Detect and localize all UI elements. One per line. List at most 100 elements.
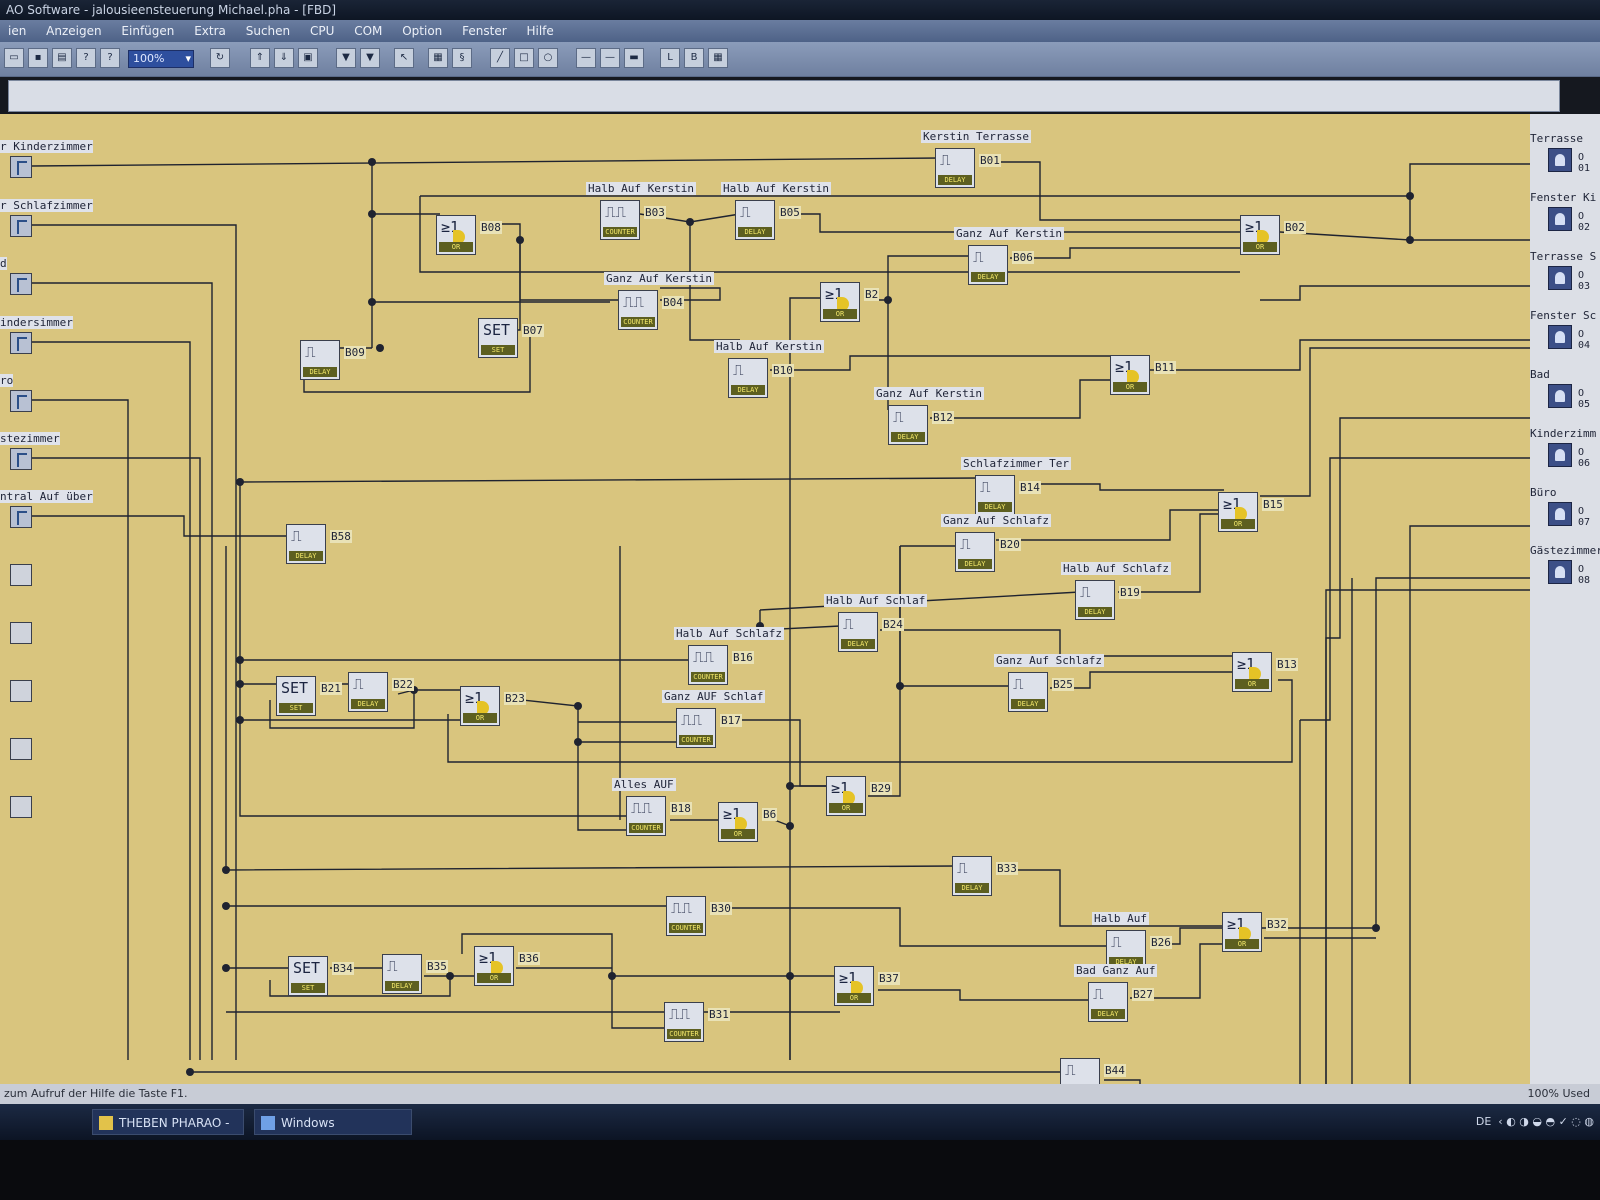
block-b12[interactable]: ⎍DELAY [888,405,928,445]
block-icon[interactable]: ▦ [428,48,448,68]
input-08[interactable] [10,564,32,586]
pointer-icon[interactable]: ↖ [394,48,414,68]
menu-item-help[interactable]: Hilfe [526,24,554,38]
output-02-icon[interactable] [1548,207,1572,231]
output-08-icon[interactable] [1548,560,1572,584]
line-tool-icon[interactable]: ╱ [490,48,510,68]
refresh-icon[interactable]: ↻ [210,48,230,68]
input-label: d [0,257,7,270]
block-b22[interactable]: ⎍DELAY [348,672,388,712]
block-b03[interactable]: ⎍⎍COUNTER [600,200,640,240]
block-b26[interactable]: ⎍DELAY [1106,930,1146,970]
output-04-icon[interactable] [1548,325,1572,349]
circle-tool-icon[interactable]: ○ [538,48,558,68]
output-05-icon[interactable] [1548,384,1572,408]
menu-item-search[interactable]: Suchen [245,24,291,38]
input-07[interactable] [10,506,32,528]
taskbar-item-windows[interactable]: Windows [254,1109,412,1135]
menu-item-extra[interactable]: Extra [194,24,226,38]
download-icon[interactable]: ⇓ [274,48,294,68]
taskbar-item-pharao[interactable]: THEBEN PHARAO - ... [92,1109,244,1156]
input-01[interactable] [10,156,32,178]
block-b17[interactable]: ⎍⎍COUNTER [676,708,716,748]
menu-item-com[interactable]: COM [354,24,383,38]
input-11[interactable] [10,738,32,760]
output-01-icon[interactable] [1548,148,1572,172]
input-10[interactable] [10,680,32,702]
output-03-icon[interactable] [1548,266,1572,290]
block-b05[interactable]: ⎍DELAY [735,200,775,240]
block-b27[interactable]: ⎍DELAY [1088,982,1128,1022]
monitor-icon[interactable]: ▼ [360,48,380,68]
simulate-icon[interactable]: ▣ [298,48,318,68]
block-b10[interactable]: ⎍DELAY [728,358,768,398]
properties-icon[interactable]: ? [76,48,96,68]
input-04[interactable] [10,332,32,354]
block-b33[interactable]: ⎍DELAY [952,856,992,896]
input-09[interactable] [10,622,32,644]
block-b19[interactable]: ⎍DELAY [1075,580,1115,620]
input-06[interactable] [10,448,32,470]
block-b01[interactable]: ⎍DELAY [935,148,975,188]
block-b35[interactable]: ⎍DELAY [382,954,422,994]
line-medium-icon[interactable]: — [600,48,620,68]
block-b20[interactable]: ⎍DELAY [955,532,995,572]
block-b58[interactable]: ⎍DELAY [286,524,326,564]
block-b09[interactable]: ⎍DELAY [300,340,340,380]
block-b31[interactable]: ⎍⎍COUNTER [664,1002,704,1042]
print-icon[interactable]: ▤ [52,48,72,68]
counter-icon[interactable]: § [452,48,472,68]
line-thin-icon[interactable]: — [576,48,596,68]
upload-icon[interactable]: ⇑ [250,48,270,68]
compile-icon[interactable]: ▼ [336,48,356,68]
block-b16[interactable]: ⎍⎍COUNTER [688,645,728,685]
save-icon[interactable]: ▪ [28,48,48,68]
menu-item-file[interactable]: ien [8,24,27,38]
block-b25[interactable]: ⎍DELAY [1008,672,1048,712]
input-05[interactable] [10,390,32,412]
line-thick-icon[interactable]: ▬ [624,48,644,68]
menu-item-window[interactable]: Fenster [462,24,507,38]
input-03[interactable] [10,273,32,295]
output-06-icon[interactable] [1548,443,1572,467]
rect-tool-icon[interactable]: □ [514,48,534,68]
input-02[interactable] [10,215,32,237]
block-b14[interactable]: ⎍DELAY [975,475,1015,515]
block-b24[interactable]: ⎍DELAY [838,612,878,652]
input-12[interactable] [10,796,32,818]
block-b04[interactable]: ⎍⎍COUNTER [618,290,658,330]
align-left-icon[interactable]: L [660,48,680,68]
menu-item-cpu[interactable]: CPU [309,24,335,38]
context-help-icon[interactable]: ? [100,48,120,68]
block-b18[interactable]: ⎍⎍COUNTER [626,796,666,836]
menu-item-insert[interactable]: Einfügen [121,24,175,38]
block-b44[interactable]: ⎍DELAY [1060,1058,1100,1084]
menu-item-option[interactable]: Option [402,24,443,38]
output-07-icon[interactable] [1548,502,1572,526]
menu-item-view[interactable]: Anzeigen [46,24,102,38]
zoom-select[interactable]: 100% [128,50,194,68]
block-id: B15 [1262,498,1284,511]
block-b30[interactable]: ⎍⎍COUNTER [666,896,706,936]
block-b06[interactable]: ⎍DELAY [968,245,1008,285]
language-indicator[interactable]: DE [1475,1115,1492,1128]
grid-icon[interactable]: ▦ [708,48,728,68]
align-bottom-icon[interactable]: B [684,48,704,68]
new-file-icon[interactable]: ▭ [4,48,24,68]
